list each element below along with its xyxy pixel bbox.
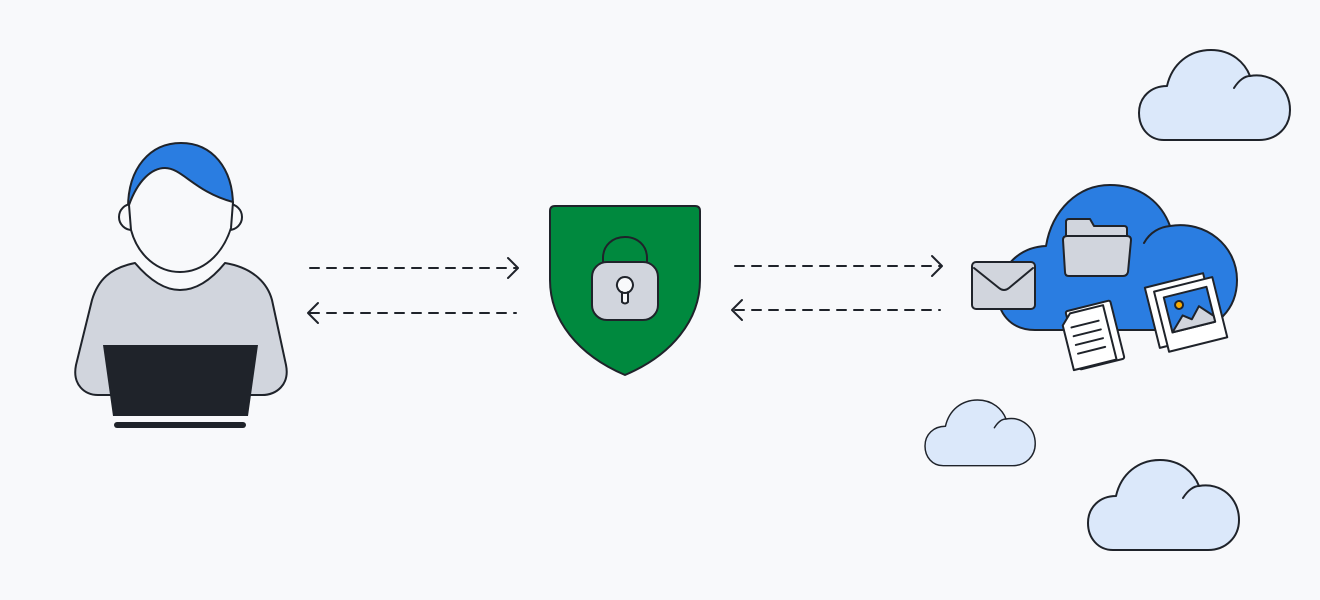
documents-icon: [1061, 299, 1126, 372]
cloud-icon: [1138, 49, 1291, 141]
cloud-icon: [1087, 459, 1240, 551]
folder-icon: [1062, 218, 1132, 277]
user-with-laptop-icon: [74, 142, 288, 428]
laptop: [103, 345, 258, 416]
arrow-right-head-icon: [507, 257, 519, 279]
arrow-left-head-icon: [731, 299, 743, 321]
laptop-base: [114, 422, 246, 428]
cloud-icon: [924, 399, 1036, 467]
face: [128, 167, 234, 273]
arrow-right-head-icon: [931, 255, 943, 277]
envelope-icon: [971, 261, 1036, 310]
photos-icon: [1143, 272, 1229, 353]
arrow-left-head-icon: [307, 302, 319, 324]
flow-arrows-right: [731, 255, 943, 321]
cloud-storage-icon: [971, 184, 1238, 372]
lock-shackle: [602, 236, 648, 265]
shield-lock-icon: [549, 205, 701, 376]
keyhole-icon: [616, 276, 634, 305]
flow-arrows-left: [307, 257, 519, 324]
